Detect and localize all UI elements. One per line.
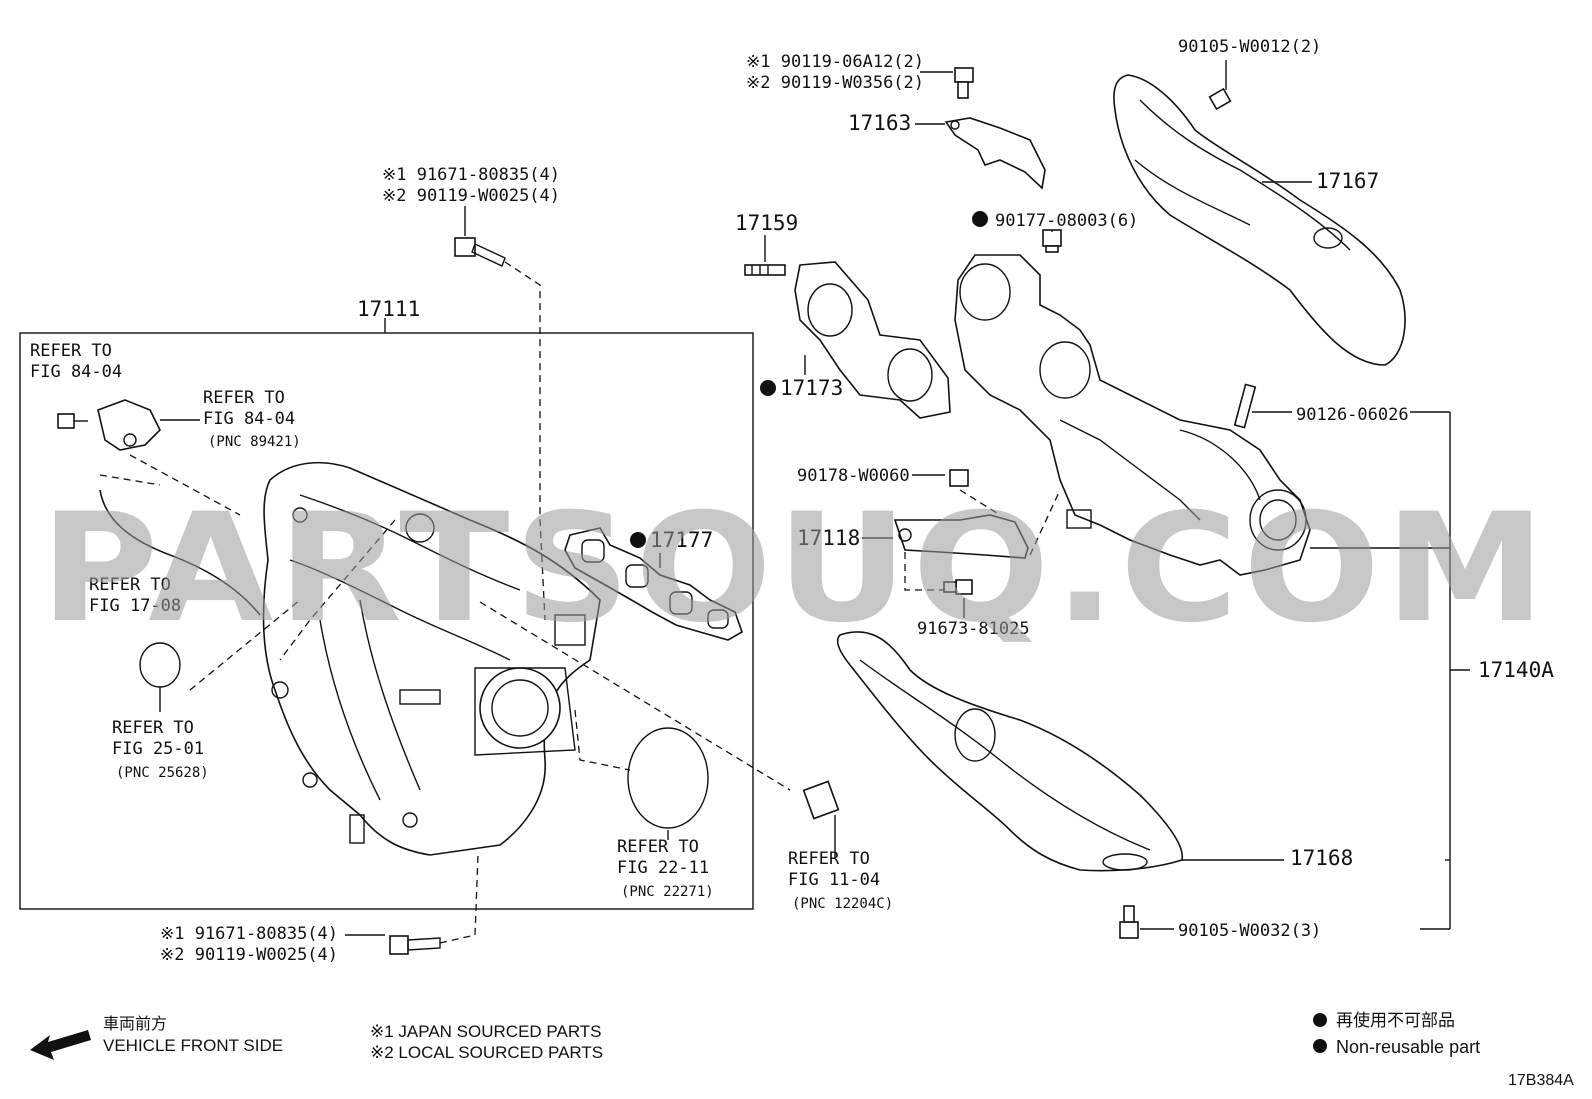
refer-fig-25-01-line1[interactable]: REFER TO	[112, 718, 194, 738]
bolt-90105-bottom-label[interactable]: 90105-W0032(3)	[1178, 921, 1321, 941]
refer-fig-22-11-pnc: (PNC 22271)	[621, 884, 714, 900]
stud-12204c	[802, 780, 840, 820]
insulator-bolt-top	[1208, 60, 1232, 111]
intake-manifold[interactable]	[262, 461, 601, 856]
non-reusable-mark	[630, 532, 646, 548]
heat-insulator-upper-17167[interactable]	[1113, 74, 1406, 366]
bolt-91673-label[interactable]: 91673-81025	[917, 619, 1030, 639]
nut-90178-label[interactable]: 90178-W0060	[797, 466, 910, 486]
part-17163-label[interactable]: 17163	[848, 111, 911, 135]
vehicle-front-en: VEHICLE FRONT SIDE	[103, 1036, 283, 1055]
sensor-bolt	[57, 413, 88, 429]
map-sensor	[97, 399, 161, 451]
refer-fig-17-08-line2[interactable]: FIG 17-08	[89, 596, 181, 616]
refer-fig-84-04-a-line1[interactable]: REFER TO	[30, 341, 112, 361]
refer-fig-25-01-line2[interactable]: FIG 25-01	[112, 739, 204, 759]
non-reusable-bullet-icon	[1313, 1013, 1327, 1027]
manifold-bolt-bottom	[389, 935, 441, 955]
bracket-17118[interactable]	[893, 514, 1029, 559]
bracket-bolt	[954, 67, 974, 99]
figure-code: 17B384A	[1508, 1072, 1574, 1089]
stud-17159[interactable]	[744, 264, 786, 276]
front-arrow-icon	[30, 1030, 91, 1060]
bolt-top-variant-2[interactable]: ※2 90119-W0025(4)	[382, 186, 560, 206]
refer-fig-84-04-b-line2[interactable]: FIG 84-04	[203, 409, 295, 429]
exhaust-gasket-17173[interactable]	[794, 261, 951, 419]
refer-fig-22-11-line2[interactable]: FIG 22-11	[617, 858, 709, 878]
stud-90126	[1233, 383, 1257, 429]
refer-fig-84-04-b-line1[interactable]: REFER TO	[203, 388, 285, 408]
bolt-bottom-variant-2[interactable]: ※2 90119-W0025(4)	[160, 945, 338, 965]
intake-gasket-17177[interactable]	[564, 527, 743, 641]
part-17168-label[interactable]: 17168	[1290, 846, 1353, 870]
intake-manifold-group-frame	[19, 332, 754, 910]
refer-fig-84-04-b-pnc: (PNC 89421)	[208, 434, 301, 450]
heat-insulator-lower-17168[interactable]	[836, 631, 1184, 872]
non-reusable-en: Non-reusable part	[1336, 1037, 1480, 1057]
bolt-bottom-variant-1[interactable]: ※1 91671-80835(4)	[160, 924, 338, 944]
watermark: PARTSOUQ.COM	[40, 482, 1550, 656]
part-17173-label[interactable]: 17173	[780, 376, 843, 400]
nut-90178	[949, 469, 969, 487]
refer-fig-11-04-pnc: (PNC 12204C)	[792, 896, 893, 912]
bolt-top-variant-1[interactable]: ※1 91671-80835(4)	[382, 165, 560, 185]
refer-fig-84-04-a-line2[interactable]: FIG 84-04	[30, 362, 122, 382]
part-17140a-label[interactable]: 17140A	[1478, 658, 1554, 682]
part-17177-label[interactable]: 17177	[650, 528, 713, 552]
nut-90177-label[interactable]: 90177-08003(6)	[995, 211, 1138, 231]
source-note-1: ※1 JAPAN SOURCED PARTS	[370, 1022, 602, 1041]
exhaust-manifold-converter[interactable]	[954, 254, 1311, 576]
part-17111-label[interactable]: 17111	[357, 297, 420, 321]
refer-fig-22-11-line1[interactable]: REFER TO	[617, 837, 699, 857]
part-17118-label[interactable]: 17118	[797, 526, 860, 550]
part-17167-label[interactable]: 17167	[1316, 169, 1379, 193]
bracket-bolt-variant-1[interactable]: ※1 90119-06A12(2)	[746, 52, 924, 72]
refer-fig-25-01-pnc: (PNC 25628)	[116, 765, 209, 781]
refer-fig-11-04-line2[interactable]: FIG 11-04	[788, 870, 880, 890]
bolt-91673	[943, 579, 973, 595]
insulator-bolt-bottom	[1119, 905, 1139, 939]
bracket-bolt-variant-2[interactable]: ※2 90119-W0356(2)	[746, 73, 924, 93]
manifold-bolt-top	[454, 237, 506, 267]
refer-fig-17-08-line1[interactable]: REFER TO	[89, 575, 171, 595]
part-17159-label[interactable]: 17159	[735, 211, 798, 235]
vehicle-front-jp: 車両前方	[103, 1015, 167, 1033]
non-reusable-jp: 再使用不可部品	[1336, 1010, 1455, 1030]
bracket-17163[interactable]	[944, 117, 1046, 190]
bolt-90105-top-label[interactable]: 90105-W0012(2)	[1178, 37, 1321, 57]
stud-90126-label[interactable]: 90126-06026	[1296, 405, 1409, 425]
refer-fig-11-04-line1[interactable]: REFER TO	[788, 849, 870, 869]
source-note-2: ※2 LOCAL SOURCED PARTS	[370, 1043, 603, 1062]
nut-90177	[1042, 229, 1062, 253]
